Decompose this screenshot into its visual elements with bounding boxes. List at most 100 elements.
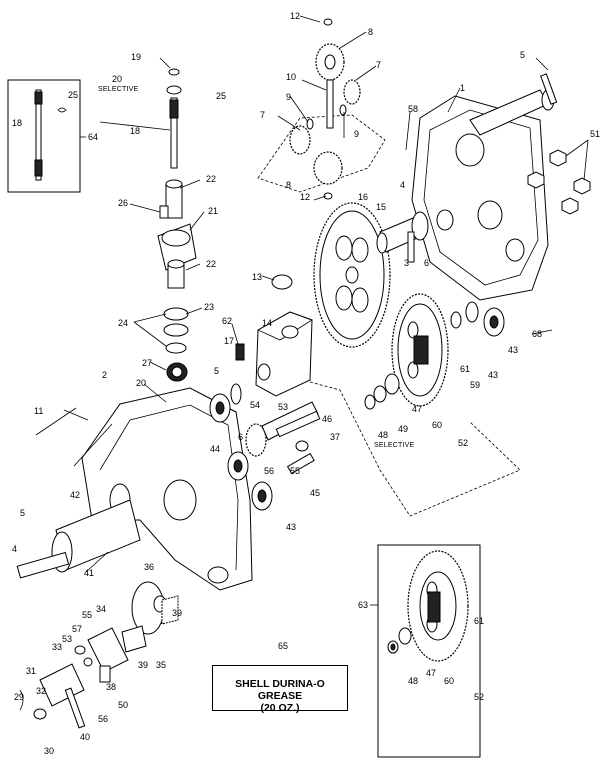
callout-46: 46 <box>322 414 332 424</box>
lower-linkage <box>19 581 179 729</box>
callout-19: 19 <box>131 52 141 62</box>
inset-64-axle <box>7 79 86 193</box>
grease-note-line2: (20 OZ.) <box>260 702 300 714</box>
callout-48: 48 <box>378 430 388 440</box>
callout-29: 29 <box>14 692 24 702</box>
callout-60: 60 <box>444 676 454 686</box>
housing-left <box>16 387 253 591</box>
callout-63: 63 <box>358 600 368 610</box>
callout-56: 56 <box>98 714 108 724</box>
callout-labels: 12 8 19 20 SELECTIVE 10 7 5 25 25 9 9 1 … <box>12 11 600 756</box>
callout-64: 64 <box>88 132 98 142</box>
inset-63-gear-assembly <box>370 544 481 758</box>
grease-note-box: SHELL DURINA-O GREASE (20 OZ.) <box>212 665 348 714</box>
selective-label-mid: SELECTIVE <box>374 442 414 449</box>
callout-39: 39 <box>172 608 182 618</box>
callout-3: 3 <box>404 258 409 268</box>
callout-61: 61 <box>474 616 484 626</box>
callout-10: 10 <box>286 72 296 82</box>
callout-47: 47 <box>426 668 436 678</box>
housing-right <box>411 57 558 301</box>
callout-54: 54 <box>250 400 260 410</box>
callout-6: 6 <box>238 432 243 442</box>
callout-48: 48 <box>408 676 418 686</box>
callout-33: 33 <box>52 642 62 652</box>
callout-42: 42 <box>70 490 80 500</box>
callout-15: 15 <box>376 202 386 212</box>
callout-55: 55 <box>290 466 300 476</box>
hex-nuts-51 <box>527 139 591 215</box>
callout-53: 53 <box>62 634 72 644</box>
callout-47: 47 <box>412 404 422 414</box>
callout-14: 14 <box>262 318 272 328</box>
callout-53: 53 <box>278 402 288 412</box>
bearings-left-cluster <box>209 383 321 511</box>
differential-top <box>257 18 386 200</box>
callout-23: 23 <box>204 302 214 312</box>
callout-11: 11 <box>34 406 43 416</box>
callout-52: 52 <box>458 438 468 448</box>
shaft-15 <box>376 211 429 263</box>
callout-62: 62 <box>222 316 232 326</box>
callout-17: 17 <box>224 336 234 346</box>
callout-18: 18 <box>12 118 22 128</box>
callout-7: 7 <box>260 110 265 120</box>
callout-22: 22 <box>206 174 216 184</box>
callout-55: 55 <box>82 610 92 620</box>
callout-8: 8 <box>286 180 291 190</box>
callout-20: 20 <box>136 378 146 388</box>
callout-2: 2 <box>102 370 107 380</box>
callout-16: 16 <box>358 192 368 202</box>
ring-gear-16 <box>313 202 391 348</box>
callout-1: 1 <box>460 83 465 93</box>
callout-12: 12 <box>300 192 310 202</box>
callout-8: 8 <box>368 27 373 37</box>
callout-4: 4 <box>12 544 17 554</box>
callout-57: 57 <box>72 624 82 634</box>
callout-40: 40 <box>80 732 90 742</box>
callout-35: 35 <box>156 660 166 670</box>
callout-49: 49 <box>398 424 408 434</box>
callout-61: 61 <box>460 364 470 374</box>
callout-60: 60 <box>432 420 442 430</box>
callout-5: 5 <box>214 366 219 376</box>
callout-30: 30 <box>44 746 54 756</box>
callout-51: 51 <box>590 129 600 139</box>
callout-31: 31 <box>26 666 36 676</box>
callout-52: 52 <box>474 692 484 702</box>
callout-43: 43 <box>488 370 498 380</box>
callout-20: 20 <box>112 74 122 84</box>
callout-27: 27 <box>142 358 152 368</box>
callout-9: 9 <box>286 92 291 102</box>
callout-12: 12 <box>290 11 300 21</box>
input-shaft-stack <box>157 68 293 411</box>
gear-52-assembly <box>309 293 521 517</box>
callout-68: 68 <box>532 329 542 339</box>
callout-22: 22 <box>206 259 216 269</box>
leader-lines <box>63 15 553 421</box>
callout-26: 26 <box>118 198 128 208</box>
callout-50: 50 <box>118 700 128 710</box>
callout-65: 65 <box>278 641 289 651</box>
callout-38: 38 <box>106 682 116 692</box>
callout-56: 56 <box>264 466 274 476</box>
callout-5: 5 <box>20 508 25 518</box>
callout-36: 36 <box>144 562 154 572</box>
callout-13: 13 <box>252 272 262 282</box>
callout-58: 58 <box>408 104 418 114</box>
callout-43: 43 <box>508 345 518 355</box>
callout-24: 24 <box>118 318 128 328</box>
callout-5: 5 <box>520 50 525 60</box>
callout-18: 18 <box>130 126 140 136</box>
callout-9: 9 <box>354 129 359 139</box>
pump-block-14 <box>235 311 313 397</box>
callout-43: 43 <box>286 522 296 532</box>
callout-25: 25 <box>68 90 78 100</box>
callout-45: 45 <box>310 488 320 498</box>
callout-6: 6 <box>424 258 429 268</box>
callout-25: 25 <box>216 91 226 101</box>
callout-41: 41 <box>84 568 94 578</box>
callout-21: 21 <box>208 206 218 216</box>
callout-4: 4 <box>400 180 405 190</box>
